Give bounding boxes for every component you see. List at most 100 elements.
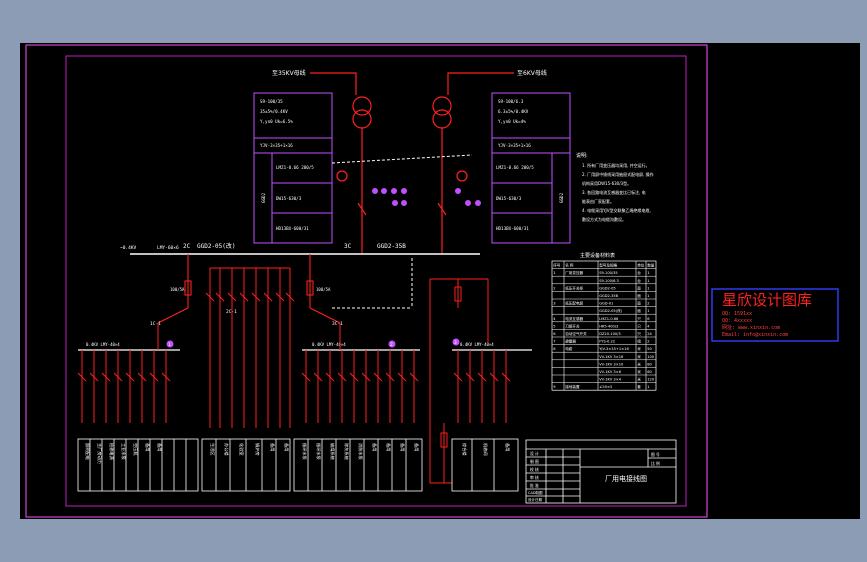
equipment-cell: 6	[553, 332, 556, 336]
equipment-header-cell: 序号	[553, 263, 561, 268]
breaker-label-1: 100/5A	[316, 287, 331, 292]
equipment-cell: 2	[553, 286, 555, 290]
source-line-left	[310, 72, 357, 95]
equipment-table-title: 主要设备材料表	[580, 252, 615, 259]
feeder-m-0: 生活区	[209, 443, 216, 456]
equipment-cell: 1	[647, 279, 649, 283]
tie-dash	[331, 154, 473, 164]
source-line-right	[447, 72, 514, 95]
sub-bus-2: 3C-1	[332, 321, 343, 327]
equipment-cell: 米	[637, 369, 641, 374]
sub-bus-0: 1C-1	[150, 321, 161, 327]
equipment-cell: HR5-400/3	[599, 324, 618, 328]
notes-line-2: 机构采用DW15-630/3型。	[582, 180, 631, 186]
source-label-left: 至35KV母线	[272, 69, 306, 77]
meter-badges	[372, 188, 481, 206]
feeder-l-4: 空压机	[132, 443, 139, 456]
equipment-cell: 米	[637, 361, 641, 366]
rp-side: GGD2	[559, 192, 564, 203]
equipment-cell: 面	[637, 301, 641, 306]
bus-voltage: ~0.4KV	[120, 245, 137, 251]
tl-note-2: Y,yn0 Uk=6.5%	[260, 119, 293, 124]
rp-row-2: HD13BX-600/31	[496, 226, 529, 231]
sub-bus-1: 2C-1	[226, 309, 237, 315]
outer-frame	[25, 44, 708, 518]
tr-note-2: Y,yn0 Uk=4%	[498, 119, 526, 124]
notes-line-1: 2. 厂用屏中馈线采用抽屉式配电屏, 操作	[582, 171, 654, 177]
equipment-cell: 厂用变压器	[565, 270, 583, 275]
equipment-cell: 避雷器	[565, 339, 576, 344]
equipment-cell: 低压配电屏	[565, 301, 583, 306]
equipment-cell: 接地装置	[565, 384, 580, 389]
feeder-c-0: 循环水泵	[301, 443, 308, 460]
feeder-l-5: 备用	[144, 443, 151, 451]
equipment-cell: 60	[647, 370, 652, 374]
tb-r-1: 比 例	[651, 461, 660, 466]
feeder-c-3: 除灰系统	[343, 443, 350, 460]
single-line-diagram: 至35KV母线 至6KV母线 S9-100/35 35±5%/0.4KV Y,y…	[25, 44, 708, 518]
feeder-c-5: 备用	[371, 443, 378, 451]
equipment-cell: 1	[647, 286, 649, 290]
feeder-c-1: 循环水泵	[315, 443, 322, 460]
equipment-cell: 5	[553, 324, 555, 328]
equipment-cell: 只	[637, 317, 641, 321]
tr-note-0: S9-100/6.3	[498, 99, 524, 104]
center-feeders	[301, 323, 419, 423]
equipment-cell: YJV-3×35+1×16	[599, 347, 629, 351]
equipment-cell: 4	[553, 317, 556, 321]
equipment-header-cell: 型号及规格	[599, 263, 617, 268]
tr-note-1: 6.3±5%/0.4KV	[498, 109, 529, 114]
feeder-labels-center: 循环水泵 循环水泵 输煤系统 除灰系统 消防水泵 备用 备用 备用 备用	[301, 443, 420, 460]
tr-note-3: YJV-3×35+1×16	[498, 143, 531, 148]
equipment-table-frame	[551, 260, 657, 391]
equipment-cell: 电缆	[565, 346, 573, 351]
equipment-cell: 50	[647, 347, 652, 351]
feeder-labels-left: 照明配电 主厂房动力 检修电源 工业水泵 空压机 备用 备用	[84, 443, 163, 464]
equipment-cell: 只	[637, 332, 641, 336]
equipment-header-cell: 数量	[647, 263, 655, 268]
transformer-left-icon	[352, 96, 372, 129]
equipment-cell: 2	[647, 302, 649, 306]
inner-frame	[65, 55, 687, 507]
breaker-label-0: 100/5A	[170, 287, 185, 292]
equipment-cell: VV-1KV 3×10	[599, 362, 624, 366]
notes-block: 说明: 1. 所有厂用变压器均采用, 并空运行。 2. 厂用屏中馈线采用抽屉式配…	[576, 152, 654, 222]
feeder-m-1: 办公楼	[223, 443, 230, 456]
equipment-cell: 1	[647, 385, 649, 389]
equipment-cell: FYS-0.22	[599, 340, 615, 344]
feeder-l-6: 备用	[156, 443, 163, 451]
lp-side: GGD2	[261, 192, 266, 203]
source-label-right: 至6KV母线	[517, 69, 547, 77]
equipment-cell: LMZ1-0.66	[599, 317, 619, 321]
equipment-cell: 2	[647, 340, 649, 344]
equipment-header-cell: 名 称	[565, 263, 574, 268]
equipment-cell: 1	[647, 271, 649, 275]
bus-drops	[157, 254, 341, 324]
equipment-cell: 米	[637, 377, 641, 382]
bus-cab-left-id: 2C	[183, 243, 191, 250]
equipment-cell: 刀熔开关	[565, 323, 580, 328]
notes-line-6: 敷设方式为电缆沟敷设。	[582, 216, 626, 222]
equipment-cell: VV-1KV 3×4	[599, 378, 622, 382]
feeder-l-1: 主厂房动力	[96, 443, 103, 464]
right-spec-box	[491, 92, 571, 244]
feeder-r-0: 综合楼	[461, 443, 468, 456]
incomer-lines	[336, 128, 468, 253]
equipment-cell: 3	[553, 302, 555, 306]
feeder-badge-2: 3	[454, 340, 457, 346]
equipment-cell: S9-100/35	[599, 271, 618, 275]
bus-main: LMY-60×6	[157, 245, 179, 251]
tb-l-2: 校 核	[530, 467, 539, 472]
equipment-cell: 台	[637, 270, 641, 275]
tb-l-6: 设计日期	[528, 497, 542, 502]
feeder-c-8: 备用	[413, 443, 420, 451]
feeder-bus-label-2: 0.4KV LMY-40×4	[460, 342, 494, 347]
notes-line-4: 能表由厂家配套。	[582, 198, 614, 204]
notes-line-0: 1. 所有厂用变压器均采用, 并空运行。	[582, 162, 650, 168]
center-switches	[205, 267, 295, 428]
feeder-m-3: 锅炉房	[254, 443, 261, 456]
feeder-c-6: 备用	[385, 443, 392, 451]
feeder-r-2: 备用	[504, 443, 511, 451]
rp-row-0: LMZ1-0.66 200/5	[496, 165, 534, 170]
equipment-cell: 1	[647, 294, 649, 298]
